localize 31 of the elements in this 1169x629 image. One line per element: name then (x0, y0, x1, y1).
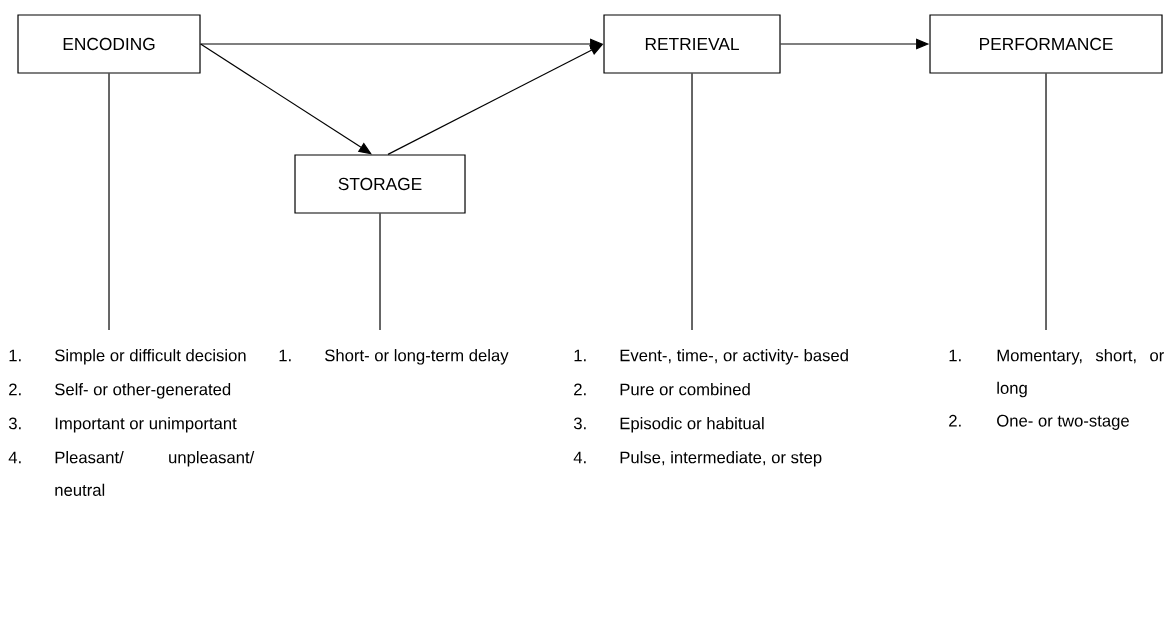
item-number: 3. (573, 417, 586, 430)
connector-line (108, 73, 110, 331)
item-number: 2. (574, 383, 586, 396)
item-number: 4. (8, 451, 21, 464)
list-item: Simple or difficult decision (55, 349, 246, 365)
list-item: Episodic or habitual (620, 417, 764, 433)
list-item: Short- or long-term delay (325, 349, 509, 365)
list-item: Momentary, short, or long (997, 349, 1164, 398)
item-number: 1. (949, 349, 961, 362)
item-number: 1. (9, 349, 21, 362)
connector-line (379, 213, 381, 331)
list-item: Pleasant/ unpleasant/ neutral (55, 451, 255, 496)
process-box: ENCODING (17, 14, 201, 74)
list-item: Pure or combined (620, 383, 750, 396)
item-number: 1. (574, 349, 586, 362)
item-number: 3. (8, 417, 21, 430)
arrow (200, 43, 372, 155)
item-number: 2. (949, 414, 961, 427)
list-item: Pulse, intermediate, or step (620, 451, 822, 467)
connector-line (691, 73, 693, 331)
item-number: 4. (573, 451, 586, 464)
list-item: Event-, time-, or activity- based (620, 349, 848, 365)
list-item: One- or two-stage (997, 414, 1129, 430)
list-item: Self- or other-generated (55, 383, 231, 399)
item-number: 1. (279, 349, 291, 362)
item-number: 2. (9, 383, 21, 396)
connector-line (1045, 73, 1047, 331)
list-item: Important or unimportant (55, 417, 237, 433)
process-box: STORAGE (294, 154, 466, 214)
process-box: PERFORMANCE (929, 14, 1163, 74)
process-box: RETRIEVAL (603, 14, 781, 74)
